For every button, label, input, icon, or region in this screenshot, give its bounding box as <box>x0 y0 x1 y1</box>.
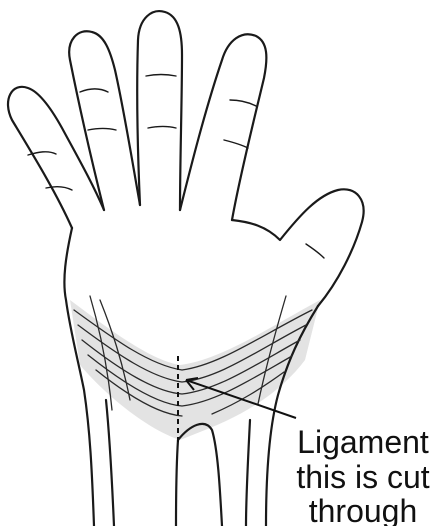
wrist-tendon-right <box>178 424 222 526</box>
label-line-3: through <box>309 493 418 526</box>
wrist-line-left <box>106 400 114 526</box>
index-finger <box>180 34 266 220</box>
little-finger <box>8 87 104 228</box>
palm-left-edge <box>64 228 94 526</box>
ring-finger <box>69 31 140 210</box>
wrist-tendon-left <box>176 440 178 526</box>
wrist-line-right <box>246 420 250 526</box>
thumb <box>232 189 364 306</box>
label-line-2: this is cut <box>296 459 429 495</box>
middle-finger <box>137 11 182 210</box>
label-line-1: Ligament <box>297 424 429 460</box>
